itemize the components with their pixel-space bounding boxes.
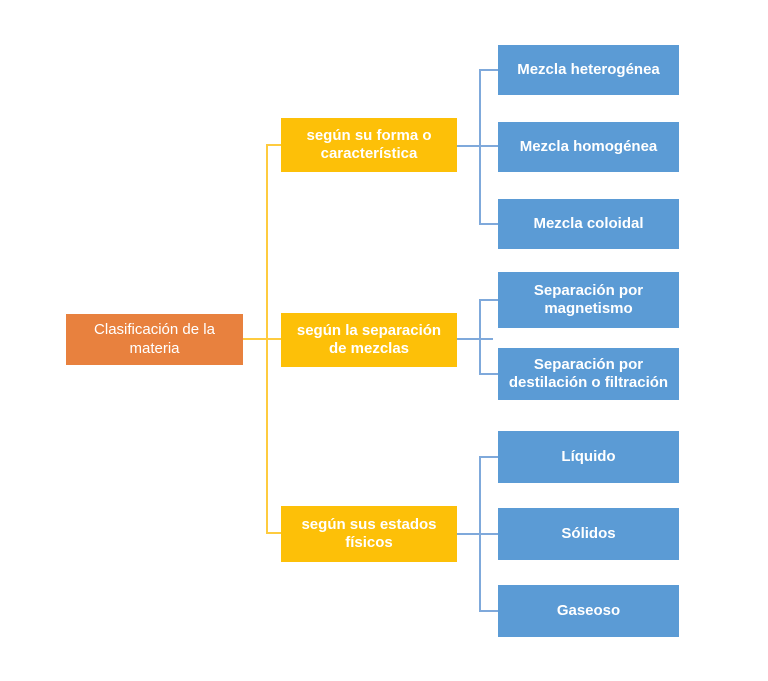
root-node-clasificacion: Clasificación de la materia xyxy=(66,314,243,365)
branch-node-forma-caracteristica: según su forma o característica xyxy=(281,118,457,172)
connector-branch3-to-leaves-horizontal xyxy=(457,533,498,535)
connector-group2-vertical xyxy=(479,299,481,375)
leaf-node-gaseoso: Gaseoso xyxy=(498,585,679,637)
branch-node-estados-fisicos: según sus estados físicos xyxy=(281,506,457,562)
connector-group3-top-stub xyxy=(479,456,498,458)
connector-branch3-stub xyxy=(266,532,281,534)
connector-group1-top-stub xyxy=(479,69,498,71)
connector-root-to-branches-horizontal xyxy=(243,338,281,340)
leaf-node-solidos: Sólidos xyxy=(498,508,679,560)
connector-branches-vertical xyxy=(266,144,268,534)
leaf-node-mezcla-coloidal: Mezcla coloidal xyxy=(498,199,679,249)
connector-group1-bottom-stub xyxy=(479,223,498,225)
connector-branch2-to-leaves-horizontal xyxy=(457,338,493,340)
connector-branch1-to-leaves-horizontal xyxy=(457,145,498,147)
connector-group3-bottom-stub xyxy=(479,610,498,612)
leaf-node-liquido: Líquido xyxy=(498,431,679,483)
branch-node-separacion-mezclas: según la separación de mezclas xyxy=(281,313,457,367)
leaf-node-separacion-magnetismo: Separación por magnetismo xyxy=(498,272,679,328)
leaf-node-mezcla-homogenea: Mezcla homogénea xyxy=(498,122,679,172)
connector-group3-vertical xyxy=(479,456,481,612)
connector-branch1-stub xyxy=(266,144,281,146)
connector-group1-vertical xyxy=(479,69,481,225)
leaf-node-mezcla-heterogenea: Mezcla heterogénea xyxy=(498,45,679,95)
leaf-node-separacion-destilacion-filtracion: Separación por destilación o filtración xyxy=(498,348,679,400)
connector-group2-top-stub xyxy=(479,299,498,301)
connector-group2-bottom-stub xyxy=(479,373,498,375)
